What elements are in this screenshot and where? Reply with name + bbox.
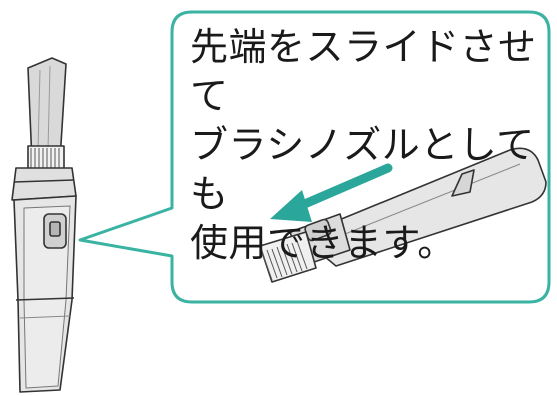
slide-arrow	[270, 163, 393, 222]
brush-nozzle-extended	[259, 147, 547, 283]
crevice-nozzle-vertical	[11, 57, 77, 393]
callout-caption: 先端をスライドさせて ブラシノズルとしても 使用できます。	[190, 25, 537, 265]
